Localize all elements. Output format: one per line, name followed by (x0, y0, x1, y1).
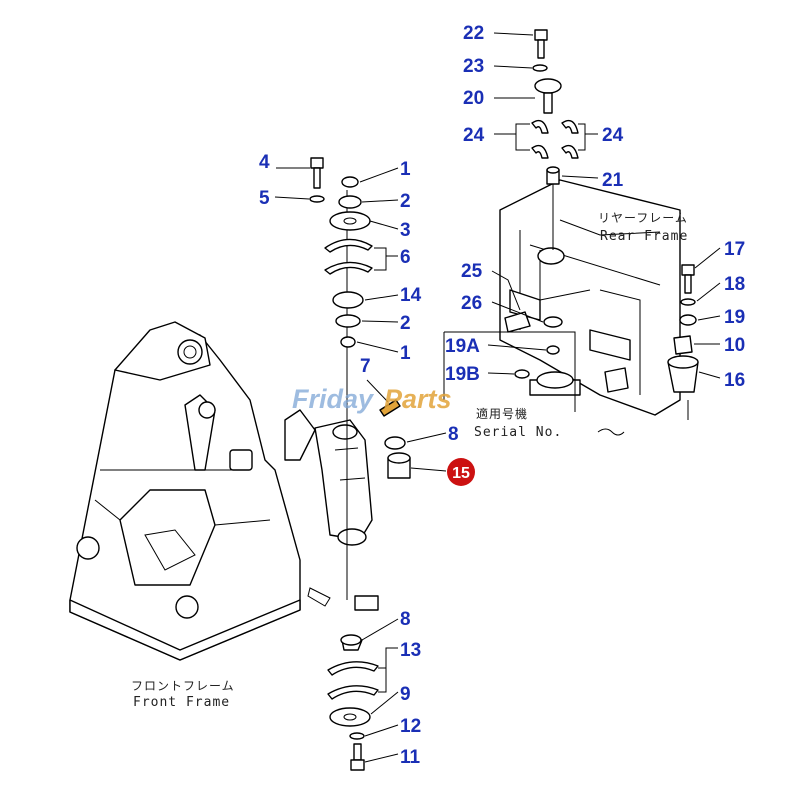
callout-19a: 19A (445, 336, 480, 357)
serial-tilde (597, 428, 625, 436)
callout-1-mid: 1 (400, 343, 411, 364)
front-frame-label-jp: フロントフレーム (131, 679, 235, 693)
callout-11: 11 (400, 747, 421, 768)
callout-8-top: 8 (448, 424, 459, 445)
top-right-stack (531, 29, 579, 250)
leader-lines (274, 32, 721, 763)
callout-19: 19 (724, 307, 745, 328)
watermark-part1: Friday (292, 384, 375, 414)
highlight-badge-15 (447, 458, 475, 486)
callout-24-right: 24 (602, 125, 624, 146)
mid-right-parts (504, 311, 563, 379)
callout-15: 15 (452, 465, 470, 482)
callout-16: 16 (724, 370, 745, 391)
lower-hinge-stack (327, 634, 379, 771)
rear-frame-label-jp: リヤーフレーム (598, 211, 688, 225)
front-frame (69, 321, 379, 661)
callout-2-mid: 2 (400, 313, 411, 334)
watermark: Friday Parts (292, 384, 452, 414)
callout-18: 18 (724, 274, 745, 295)
serial-label-en: Serial No. (474, 425, 562, 440)
callout-10: 10 (724, 335, 745, 356)
callout-14: 14 (400, 285, 422, 306)
callouts: 22 23 20 24 24 21 4 5 1 2 3 6 14 2 1 7 8… (259, 23, 745, 768)
rear-frame (499, 179, 681, 416)
callout-3: 3 (400, 220, 411, 241)
callout-12: 12 (400, 716, 421, 737)
callout-26: 26 (461, 293, 482, 314)
serial-bracket (444, 331, 576, 412)
callout-23: 23 (463, 56, 484, 77)
callout-22: 22 (463, 23, 484, 44)
serial-label-jp: 適用号機 (476, 406, 528, 421)
callout-9: 9 (400, 684, 411, 705)
callout-2-top: 2 (400, 191, 411, 212)
callout-1-top: 1 (400, 159, 411, 180)
front-frame-label-en: Front Frame (133, 695, 230, 710)
watermark-part2: Parts (384, 384, 452, 414)
callout-4: 4 (259, 152, 270, 173)
callout-7: 7 (360, 356, 371, 377)
callout-20: 20 (463, 88, 484, 109)
callout-21: 21 (602, 170, 624, 191)
callout-24-left: 24 (463, 125, 485, 146)
rear-frame-label-en: Rear Frame (600, 229, 688, 244)
right-stack (667, 264, 699, 420)
callout-8-bottom: 8 (400, 609, 411, 630)
callout-25: 25 (461, 261, 483, 282)
callout-5: 5 (259, 188, 270, 209)
callout-17: 17 (724, 239, 745, 260)
callout-19b: 19B (445, 364, 480, 385)
callout-6: 6 (400, 247, 411, 268)
callout-13: 13 (400, 640, 421, 661)
upper-hinge-stack (309, 157, 411, 600)
